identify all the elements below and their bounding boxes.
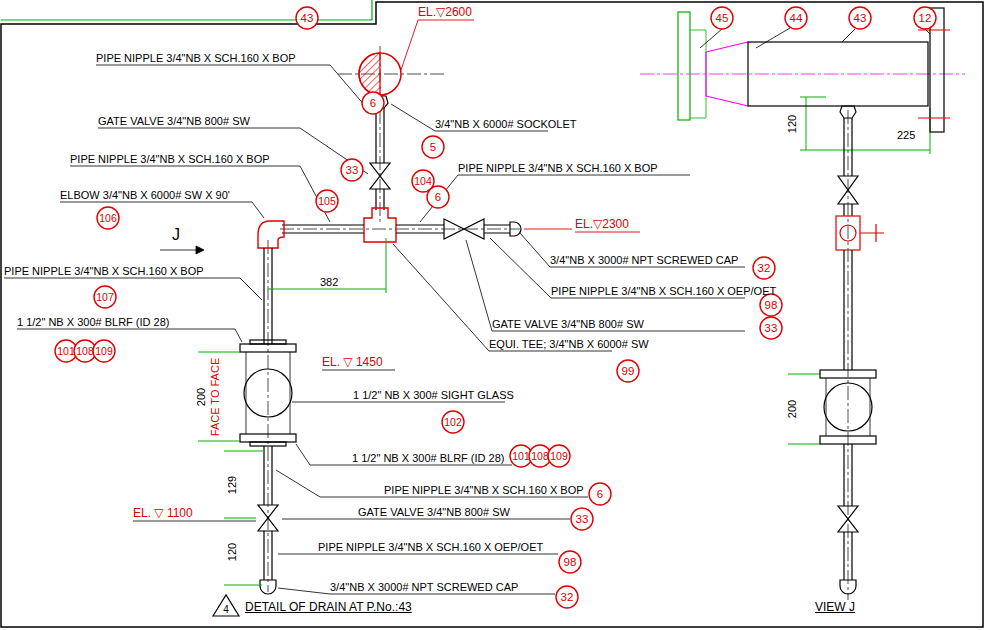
view-j [640, 8, 965, 600]
part-label: 1 1/2" NB X 300# SIGHT GLASS [353, 389, 514, 401]
part-label: PIPE NIPPLE 3/4"NB X SCH.160 X OEP/OET [318, 541, 543, 553]
callout-number: 98 [558, 550, 582, 574]
callout-circle [559, 551, 581, 573]
callout-circle [529, 445, 551, 467]
elevation-label: EL. ▽ 1450 [322, 356, 383, 368]
callout-number: 106 [96, 206, 120, 230]
callout-number: 99 [616, 359, 640, 383]
callout-number: 101 [509, 444, 533, 468]
part-label: 3/4"NB X 6000# SOCKOLET [435, 118, 576, 130]
leader-lines [4, 65, 745, 594]
callout-number: 32 [752, 256, 776, 280]
callout-circle [362, 92, 384, 114]
part-label: 1 1/2" NB X 300# BLRF (ID 28) [352, 452, 504, 464]
elevation-lines [401, 20, 640, 232]
part-label: PIPE NIPPLE 3/4"NB X SCH.160 X BOP [96, 52, 296, 64]
part-label: PIPE NIPPLE 3/4"NB X SCH.160 X BOP [458, 162, 658, 174]
callout-circle [316, 190, 338, 212]
callout-circle [914, 7, 936, 29]
callout-number: 105 [315, 189, 339, 213]
callout-number: 43 [295, 6, 319, 30]
callout-circle [74, 340, 96, 362]
dimension-text: 200 [786, 400, 798, 418]
callout-number: 6 [588, 482, 612, 506]
part-label: GATE VALVE 3/4"NB 800# SW [98, 115, 250, 127]
elevation-label: EL. ▽ 1100 [133, 507, 193, 519]
callout-circle [556, 586, 578, 608]
callout-number: 44 [784, 6, 808, 30]
callout-circle [510, 445, 532, 467]
elevation-label: EL.▽2300 [575, 218, 629, 230]
callout-number: 107 [93, 285, 117, 309]
dimension-text: 120 [786, 115, 798, 133]
callout-number: 6 [361, 91, 385, 115]
callout-number: 43 [848, 6, 872, 30]
view-title: VIEW J [815, 601, 855, 613]
callout-number: 6 [426, 185, 450, 209]
dimension-text: 129 [226, 476, 238, 494]
part-label: 382 [320, 276, 338, 288]
callout-circle [548, 445, 570, 467]
part-label: 1 1/2" NB X 300# BLRF (ID 28) [17, 316, 169, 328]
callout-number: 12 [913, 6, 937, 30]
part-label: PIPE NIPPLE 3/4"NB X SCH.160 X OEP/OET [551, 285, 776, 297]
part-label: EQUI. TEE; 3/4"NB X 6000# SW [489, 338, 649, 350]
part-label: 225 [897, 129, 915, 141]
part-label: ELBOW 3/4"NB X 6000# SW X 90' [60, 189, 230, 201]
dimension-note: FACE TO FACE [209, 358, 221, 436]
callout-number: 109 [547, 444, 571, 468]
callout-number: 104 [411, 169, 435, 193]
callout-circle [589, 483, 611, 505]
callout-number: 33 [340, 158, 364, 182]
dimension-text: 200 [195, 388, 207, 406]
callout-circle [97, 207, 119, 229]
callout-circle [93, 340, 115, 362]
callout-circle [442, 411, 464, 433]
callout-number: 108 [73, 339, 97, 363]
part-label: 3/4"NB X 3000# NPT SCREWED CAP [550, 254, 738, 266]
callout-circle [617, 360, 639, 382]
callout-number: 45 [710, 6, 734, 30]
view-mark: J [172, 227, 180, 243]
callout-number: 98 [759, 293, 783, 317]
drawing-title: DETAIL OF DRAIN AT P.No.:43 [245, 601, 412, 614]
part-label: PIPE NIPPLE 3/4"NB X SCH.160 X BOP [384, 484, 584, 496]
callout-circle [55, 340, 77, 362]
revision-number: 4 [220, 604, 232, 616]
callout-circle [94, 286, 116, 308]
part-label: PIPE NIPPLE 3/4"NB X SCH.160 X BOP [70, 153, 270, 165]
callout-number: 102 [441, 410, 465, 434]
left-view [213, 46, 521, 616]
elevation-label: EL.▽2600 [418, 6, 472, 18]
callout-circle [422, 136, 444, 158]
callout-circle [427, 186, 449, 208]
dimension-lines [198, 97, 930, 585]
part-label: 3/4"NB X 3000# NPT SCREWED CAP [330, 581, 518, 593]
callout-circle [711, 7, 733, 29]
callout-number: 33 [759, 316, 783, 340]
callout-circle [760, 294, 782, 316]
callout-circle [785, 7, 807, 29]
part-label: GATE VALVE 3/4"NB 800# SW [492, 318, 644, 330]
callout-circle [849, 7, 871, 29]
callout-circle [760, 317, 782, 339]
part-label: GATE VALVE 3/4"NB 800# SW [358, 506, 510, 518]
callout-circle [341, 159, 363, 181]
part-label: PIPE NIPPLE 3/4"NB X SCH.160 X BOP [4, 265, 204, 277]
callout-number: 5 [421, 135, 445, 159]
callout-number: 109 [92, 339, 116, 363]
callout-number: 101 [54, 339, 78, 363]
callout-circle [753, 257, 775, 279]
callout-number: 108 [528, 444, 552, 468]
dimension-text: 120 [226, 543, 238, 561]
callout-circle [296, 7, 318, 29]
callout-number: 33 [570, 507, 594, 531]
callout-number: 32 [555, 585, 579, 609]
callout-circle [571, 508, 593, 530]
